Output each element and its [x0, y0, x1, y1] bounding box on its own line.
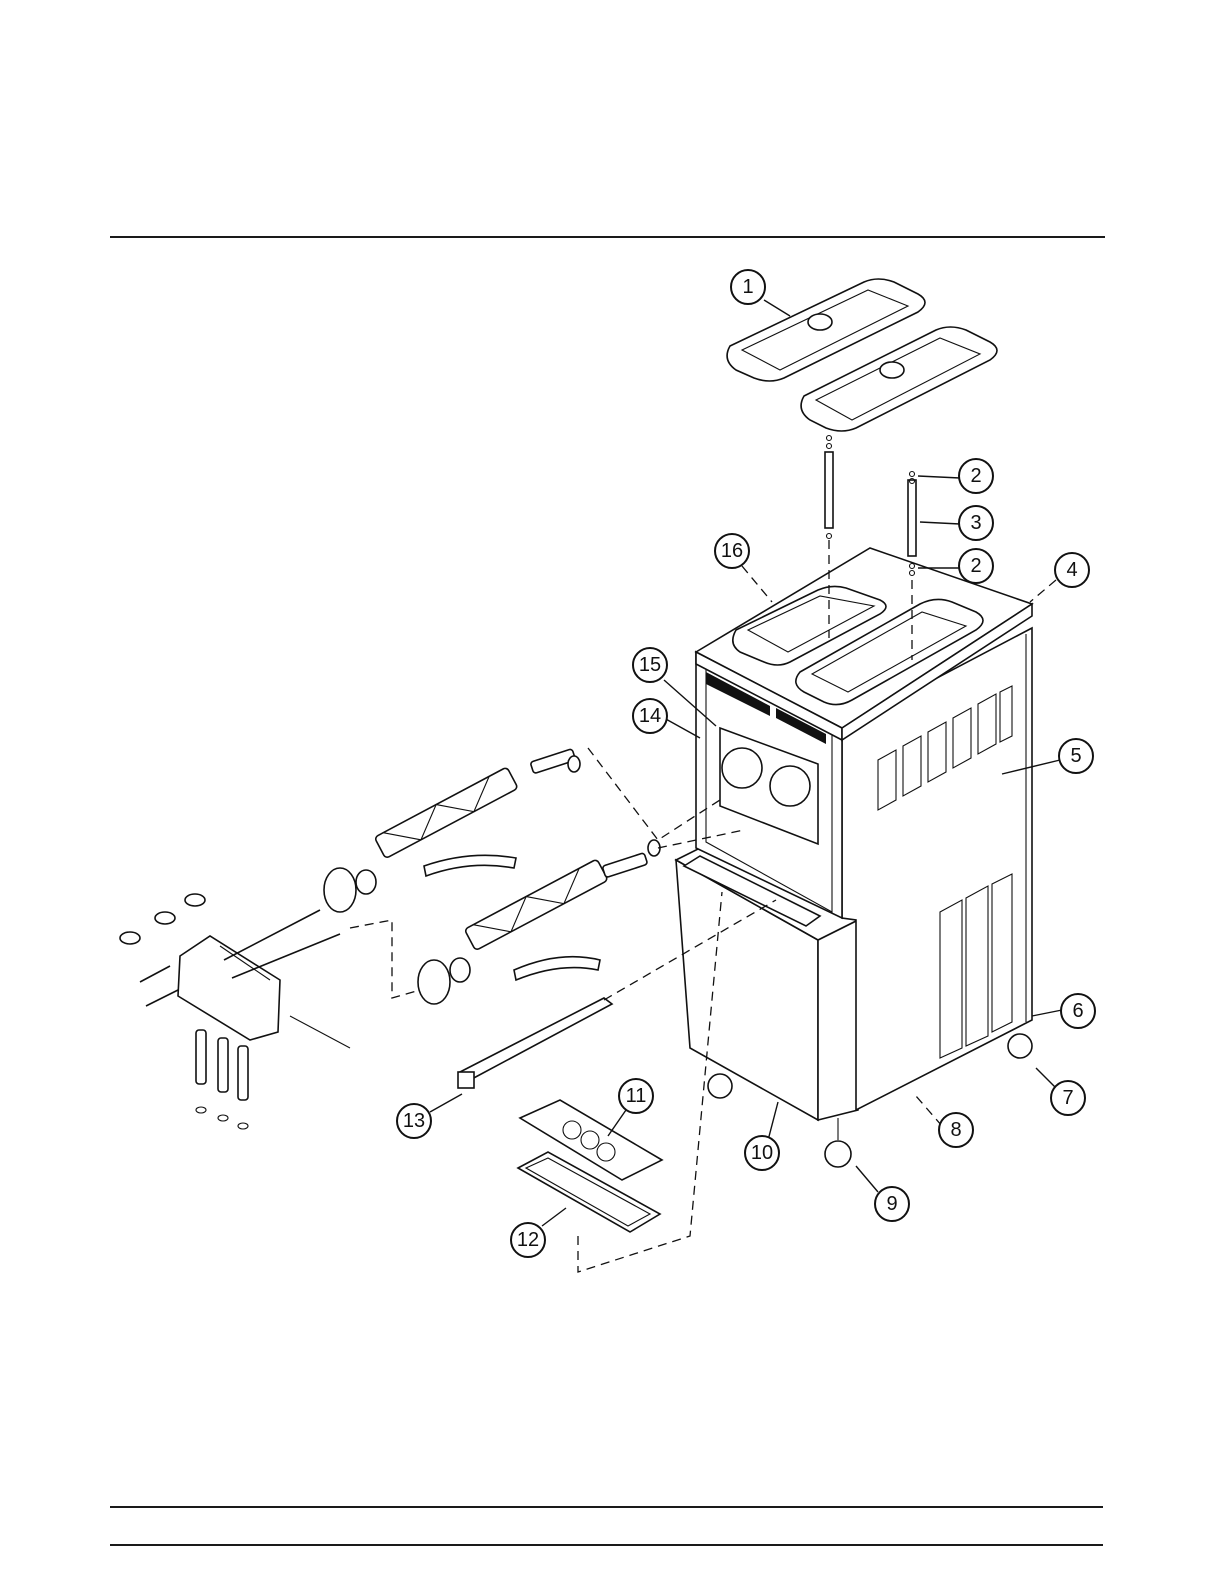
svg-text:5: 5: [1070, 745, 1081, 767]
beater-assemblies: [324, 749, 660, 1004]
machine-cabinet: [676, 548, 1032, 1167]
svg-text:2: 2: [970, 465, 981, 487]
svg-text:12: 12: [517, 1229, 539, 1251]
callout-1: 1: [731, 270, 765, 304]
svg-text:16: 16: [721, 540, 743, 562]
svg-text:9: 9: [886, 1193, 897, 1215]
callout-9: 9: [875, 1187, 909, 1221]
svg-text:4: 4: [1066, 559, 1077, 581]
svg-text:13: 13: [403, 1110, 425, 1132]
svg-text:3: 3: [970, 512, 981, 534]
callout-6: 6: [1061, 994, 1095, 1028]
callout-10: 10: [745, 1136, 779, 1170]
footer-rule-upper: [110, 1506, 1103, 1508]
drip-trays: [458, 998, 662, 1232]
svg-text:10: 10: [751, 1142, 773, 1164]
callout-14: 14: [633, 699, 667, 733]
svg-text:8: 8: [950, 1119, 961, 1141]
svg-text:11: 11: [626, 1085, 647, 1107]
svg-text:2: 2: [970, 555, 981, 577]
callout-16: 16: [715, 534, 749, 568]
callout-4: 4: [1055, 553, 1089, 587]
svg-text:6: 6: [1072, 1000, 1083, 1022]
freezer-door-assembly: [120, 894, 350, 1129]
callout-8: 8: [939, 1113, 973, 1147]
callout-2a: 2: [959, 459, 993, 493]
callout-7: 7: [1051, 1081, 1085, 1115]
callout-2b: 2: [959, 549, 993, 583]
callout-13: 13: [397, 1104, 431, 1138]
callout-5: 5: [1059, 739, 1093, 773]
callout-12: 12: [511, 1223, 545, 1257]
svg-text:14: 14: [639, 705, 661, 727]
callout-11: 11: [619, 1079, 653, 1113]
svg-text:15: 15: [639, 654, 661, 676]
footer-rule-lower: [110, 1544, 1103, 1546]
svg-text:7: 7: [1062, 1087, 1073, 1109]
callout-3: 3: [959, 506, 993, 540]
svg-text:1: 1: [742, 276, 753, 298]
callout-15: 15: [633, 648, 667, 682]
